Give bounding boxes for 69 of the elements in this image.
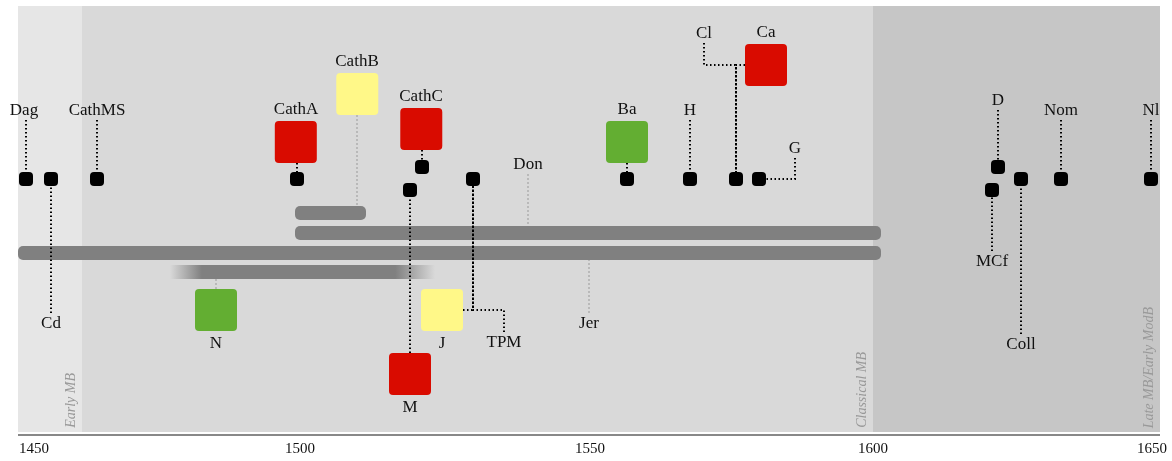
- event-label: CathMS: [68, 100, 126, 120]
- axis-tick-label: 1450: [19, 440, 49, 457]
- event-marker: [466, 172, 480, 186]
- leader-line: [96, 119, 98, 173]
- event-marker: [44, 172, 58, 186]
- leader-line: [1150, 119, 1152, 173]
- axis-tick-label: 1650: [1137, 440, 1167, 457]
- event-label: G: [788, 138, 802, 158]
- leader-line: [991, 196, 993, 252]
- event-marker: [683, 172, 697, 186]
- event-label: MCf: [975, 251, 1009, 271]
- leader-line: [50, 185, 52, 314]
- event-marker: [752, 172, 766, 186]
- leader-line: [765, 157, 796, 180]
- event-marker: [1054, 172, 1068, 186]
- leader-line: [689, 119, 691, 173]
- event-label: Nl: [1142, 100, 1160, 120]
- timeline-bar: [18, 246, 881, 260]
- leader-line: [25, 119, 27, 173]
- leader-line: [588, 259, 590, 314]
- event-marker: [403, 183, 417, 197]
- axis-tick-label: 1600: [858, 440, 888, 457]
- period-label: Classical MB: [854, 352, 870, 428]
- period-band: [873, 6, 1160, 432]
- leader-line: [703, 42, 737, 173]
- event-label: Ca: [756, 22, 776, 42]
- event-label: Jer: [579, 313, 599, 333]
- event-label: H: [683, 100, 697, 120]
- period-label: Early MB: [63, 373, 79, 428]
- event-label: Ba: [617, 99, 637, 119]
- event-marker: [991, 160, 1005, 174]
- event-label: Don: [513, 154, 543, 174]
- event-label: J: [438, 333, 446, 353]
- axis-tick-label: 1550: [575, 440, 605, 457]
- event-label: CathC: [399, 86, 443, 106]
- event-label: Cd: [41, 313, 61, 333]
- leader-line: [1060, 119, 1062, 173]
- event-label: M: [402, 397, 418, 417]
- leader-line: [356, 114, 358, 207]
- leader-line: [735, 64, 746, 173]
- timeline-bar: [295, 206, 366, 220]
- axis-tick-label: 1500: [285, 440, 315, 457]
- event-label: Coll: [1006, 334, 1036, 354]
- event-marker: [1014, 172, 1028, 186]
- event-marker: [729, 172, 743, 186]
- event-marker: [90, 172, 104, 186]
- event-marker: [290, 172, 304, 186]
- event-marker: [985, 183, 999, 197]
- event-marker: [620, 172, 634, 186]
- event-label: TPM: [486, 332, 522, 352]
- leader-line: [296, 162, 298, 173]
- event-label: N: [209, 333, 223, 353]
- leader-line: [626, 162, 628, 173]
- timeline-bar: [170, 265, 435, 279]
- leader-line: [472, 185, 505, 333]
- event-label: Dag: [9, 100, 39, 120]
- event-label: CathA: [273, 99, 319, 119]
- event-label: Cl: [695, 23, 713, 43]
- event-label: Nom: [1044, 100, 1078, 120]
- leader-line: [421, 149, 423, 161]
- leader-line: [462, 185, 474, 311]
- leader-line: [215, 278, 217, 290]
- leader-line: [527, 173, 529, 227]
- event-label: D: [991, 90, 1005, 110]
- event-marker: [415, 160, 429, 174]
- event-marker: [19, 172, 33, 186]
- event-label: CathB: [335, 51, 379, 71]
- event-marker: [1144, 172, 1158, 186]
- leader-line: [997, 109, 999, 161]
